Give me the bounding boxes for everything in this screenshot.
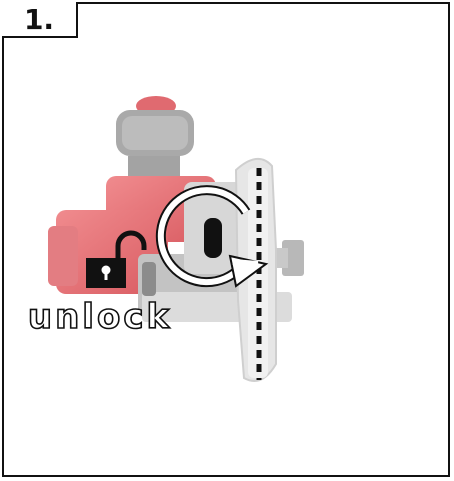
unlock-label: unlock (28, 297, 172, 337)
shaft-lock-knob (204, 218, 222, 258)
